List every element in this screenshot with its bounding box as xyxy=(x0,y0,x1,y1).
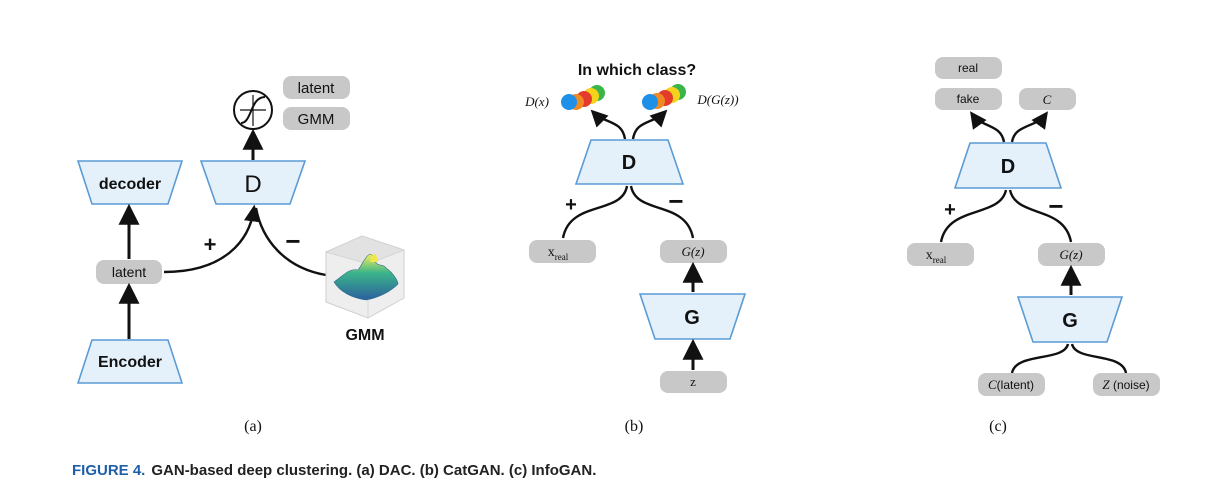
encoder-block xyxy=(76,339,184,384)
real-label: real xyxy=(958,61,978,75)
gmm-label: GMM xyxy=(345,327,384,344)
figure-caption-text: GAN-based deep clustering. (a) DAC. (b) … xyxy=(151,462,597,479)
arrow-gz-to-d xyxy=(629,185,695,239)
fake-node xyxy=(935,88,1002,110)
real-node xyxy=(935,57,1002,79)
panel-c: real fake C D + − xreal G(z) G xyxy=(907,57,1160,435)
tag-gmm xyxy=(283,107,350,130)
z-noise-prefix: Z xyxy=(1102,377,1110,392)
sublabel-b: (b) xyxy=(625,418,644,435)
tag-gmm-label: GMM xyxy=(298,111,335,128)
class-probability-icon-right xyxy=(642,84,686,110)
discriminator-block-a xyxy=(199,160,307,205)
arrow-gz-to-d-c xyxy=(1008,189,1073,243)
decoder-label: decoder xyxy=(99,176,161,193)
gz-label-c: G(z) xyxy=(1059,247,1082,262)
generator-block-c xyxy=(1016,296,1124,343)
arrow-clatent-to-g xyxy=(1010,343,1070,374)
sublabel-c: (c) xyxy=(989,418,1007,435)
gmm-surface-icon xyxy=(324,235,406,319)
c-latent-node xyxy=(978,373,1045,396)
decoder-block xyxy=(76,160,184,205)
arrow-d-to-dx xyxy=(590,109,627,140)
x-real-label-c: xreal xyxy=(926,248,947,265)
figure-number: FIGURE 4. xyxy=(72,462,146,479)
arrow-latent-to-d xyxy=(163,204,261,274)
discriminator-block-b xyxy=(574,139,685,185)
z-noise-suffix: (noise) xyxy=(1110,378,1150,392)
x-real-sub-c: real xyxy=(933,255,947,265)
generator-block-b xyxy=(638,293,747,340)
tag-latent-label: latent xyxy=(298,80,336,97)
x-real-node-b xyxy=(529,240,596,263)
latent-node xyxy=(96,260,162,284)
class-probability-icon-left xyxy=(561,85,605,110)
latent-node-label: latent xyxy=(112,264,146,280)
z-label-b: z xyxy=(690,374,696,389)
arrow-d-to-dgz xyxy=(631,109,668,140)
generator-label-c: G xyxy=(1062,310,1078,332)
x-real-sub-b: real xyxy=(555,252,569,262)
discriminator-block-c xyxy=(953,142,1063,189)
encoder-label: Encoder xyxy=(98,354,162,371)
x-real-label-b: xreal xyxy=(548,245,569,262)
c-node xyxy=(1019,88,1076,110)
z-noise-node xyxy=(1093,373,1160,396)
plus-sign-b: + xyxy=(565,194,577,216)
z-noise-label: Z (noise) xyxy=(1102,377,1149,392)
z-node-b xyxy=(660,371,727,393)
arrow-d-to-c xyxy=(1010,111,1048,143)
x-real-node-c xyxy=(907,243,974,266)
minus-sign-b: − xyxy=(668,186,683,216)
arrow-d-to-fake xyxy=(970,111,1006,143)
c-label: C xyxy=(1043,92,1052,107)
sublabel-a: (a) xyxy=(244,418,262,435)
arrow-xreal-to-d xyxy=(561,185,629,239)
class-question-title: In which class? xyxy=(578,62,696,79)
generator-label-b: G xyxy=(684,307,700,329)
gz-node-b xyxy=(660,240,727,263)
dx-label: D(x) xyxy=(524,94,549,109)
arrow-znoise-to-g xyxy=(1070,343,1128,374)
gz-label-b: G(z) xyxy=(681,244,704,259)
c-latent-label: C(latent) xyxy=(988,377,1034,392)
x-real-main-c: x xyxy=(926,248,933,263)
fake-label: fake xyxy=(957,92,980,106)
panel-a: decoder D latent Encoder + − latent GMM xyxy=(76,76,406,435)
plus-sign-a: + xyxy=(204,232,217,257)
dgz-label: D(G(z)) xyxy=(696,92,738,107)
tag-latent xyxy=(283,76,350,99)
gz-node-c xyxy=(1038,243,1105,266)
minus-sign-c: − xyxy=(1048,191,1063,221)
arrow-xreal-to-d-c xyxy=(939,189,1008,243)
arrow-gmm-to-d xyxy=(254,207,327,277)
plus-sign-c: + xyxy=(944,199,956,221)
figure-caption: FIGURE 4. GAN-based deep clustering. (a) … xyxy=(72,462,596,479)
x-real-main-b: x xyxy=(548,245,555,260)
c-latent-suffix: (latent) xyxy=(997,378,1034,392)
panel-b: In which class? D(x) D(G(z)) D + − xyxy=(524,62,747,435)
minus-sign-a: − xyxy=(285,226,300,256)
c-latent-prefix: C xyxy=(988,377,997,392)
discriminator-label-b: D xyxy=(622,152,636,174)
discriminator-label-c: D xyxy=(1001,156,1015,178)
discriminator-label-a: D xyxy=(244,171,261,198)
